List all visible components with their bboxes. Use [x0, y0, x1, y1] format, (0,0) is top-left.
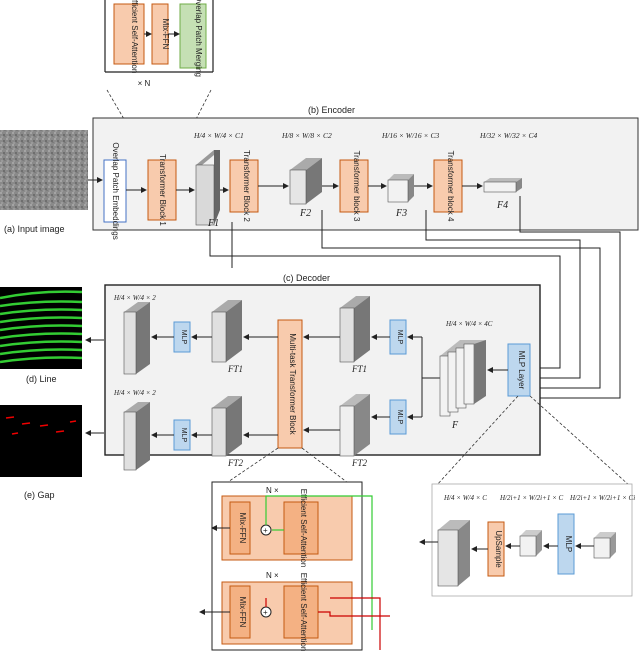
dim-f4: H/32 × W/32 × C4 — [479, 131, 537, 140]
decoder-dim-bottom: H/4 × W/4 × 2 — [113, 389, 156, 397]
task2-attention — [283, 585, 319, 639]
transformer-block-4-label: Transformer block 4 — [446, 151, 455, 222]
task1-mix-ffn-label: Mix-FFN — [238, 513, 247, 544]
input-image: (a) Input image — [0, 130, 103, 234]
f-stacked-volume — [439, 340, 486, 417]
feature-f4-cube — [483, 178, 522, 193]
repeat-label-1: N × — [266, 486, 279, 495]
upsample-label: UpSample — [494, 530, 503, 568]
feature-f1-label: F1 — [207, 218, 219, 229]
line-output-volume — [123, 302, 150, 375]
line-output-label: (d) Line — [26, 374, 57, 384]
feature-f1-cube — [195, 150, 220, 226]
multitask-detail: N × Mix-FFN Efficient Self-Attention + N… — [199, 481, 390, 651]
top-mix-ffn-label: Mix-FFN — [161, 19, 170, 50]
ft2-input-label: FT2 — [351, 458, 368, 468]
decoder-panel: (c) Decoder H/4 × W/4 × 2 H/4 × W/4 × 2 … — [104, 273, 541, 471]
gap-output-volume — [123, 402, 150, 471]
encoder-decoder-connectors — [209, 196, 621, 399]
top-efficient-attention-box — [113, 3, 145, 65]
ft1-output-label: FT1 — [227, 364, 243, 374]
decoder-mlp-right-bottom-label: MLP — [396, 410, 403, 425]
transformer-block-4 — [433, 159, 463, 213]
multitask-transformer-block — [277, 319, 303, 449]
mlp-detail-dim-3: H/2i+1 × W/2i+1 × Ci — [569, 494, 635, 502]
task2-mix-ffn-label: Mix-FFN — [238, 597, 247, 628]
line-output-image: (d) Line — [0, 287, 104, 384]
gap-output-label: (e) Gap — [24, 490, 55, 500]
transformer-block-3 — [339, 159, 369, 213]
task1-attention — [283, 501, 319, 555]
dim-f2: H/8 × W/8 × C2 — [281, 131, 332, 140]
dim-f1: H/4 × W/4 × C1 — [193, 131, 244, 140]
ft1-input-volume — [339, 296, 370, 363]
decoder-mlp-right-top-label: MLP — [396, 330, 403, 345]
ft2-output-label: FT2 — [227, 458, 244, 468]
ft1-output-volume — [211, 300, 242, 363]
mlp-detail-mlp-label: MLP — [564, 536, 573, 552]
zoom-lines-bottom — [221, 395, 631, 487]
encoder-panel: (b) Encoder Overlap Patch Embeddings Tra… — [92, 105, 639, 240]
dim-f3: H/16 × W/16 × C3 — [381, 131, 439, 140]
encoder-title: (b) Encoder — [308, 105, 355, 115]
patch-embed-label: Overlap Patch Embeddings — [111, 142, 120, 239]
top-transformer-detail: Efficient Self-Attention Mix-FFN Overlap… — [104, 0, 214, 161]
mlp-layer-label: MLP Layer — [517, 351, 526, 390]
feature-f3-cube — [387, 174, 414, 203]
mlp-detail-mlp-box — [557, 513, 575, 575]
gap-output-image: (e) Gap — [0, 405, 104, 500]
f-dim-label: H/4 × W/4 × 4C — [445, 320, 493, 328]
ft2-input-volume — [339, 394, 370, 457]
patch-embed-box — [103, 159, 127, 223]
decoder-mlp-left-bottom-label: MLP — [180, 428, 187, 443]
multitask-transformer-label: Multi-task Transformer Block — [288, 333, 297, 435]
top-overlap-merging-label: Overlap Patch Merging — [194, 0, 203, 77]
mlp-detail-dim-2: H/2i+1 × W/2i+1 × C — [499, 494, 564, 502]
task2-attention-label: Efficient Self-Attention — [299, 573, 308, 651]
ft1-input-label: FT1 — [351, 364, 367, 374]
mlp-detail-mid-volume — [519, 530, 542, 557]
transformer-block-1-label: Transformer Block 1 — [158, 154, 167, 226]
feature-f2-label: F2 — [299, 208, 311, 219]
decoder-dim-top: H/4 × W/4 × 2 — [113, 294, 156, 302]
feature-f4-label: F4 — [496, 200, 508, 211]
ft2-output-volume — [211, 396, 242, 457]
decoder-title: (c) Decoder — [283, 273, 330, 283]
f-label: F — [451, 420, 459, 431]
repeat-label-2: N × — [266, 571, 279, 580]
mlp-detail-out-volume — [437, 520, 470, 587]
transformer-block-2-label: Transformer Block 2 — [242, 150, 251, 222]
top-overlap-merging-box — [179, 3, 207, 69]
mlp-detail-in-volume — [593, 532, 616, 559]
task2-plus: + — [263, 608, 268, 617]
mlp-detail-dim-1: H/4 × W/4 × C — [443, 494, 487, 502]
mlp-detail: UpSample MLP H/4 × W/4 × C H/2i+1 × W/2i… — [419, 483, 635, 597]
transformer-block-1 — [147, 159, 177, 221]
decoder-mlp-left-top-label: MLP — [180, 330, 187, 345]
transformer-block-3-label: Transformer block 3 — [352, 151, 361, 222]
task1-attention-label: Efficient Self-Attention — [299, 489, 308, 568]
feature-f3-label: F3 — [395, 208, 407, 219]
task1-plus: + — [263, 526, 268, 535]
top-repeat-label: × N — [138, 79, 151, 88]
input-image-label: (a) Input image — [4, 224, 65, 234]
feature-f2-cube — [289, 158, 322, 205]
top-efficient-attention-label: Efficient Self-Attention — [130, 0, 139, 73]
